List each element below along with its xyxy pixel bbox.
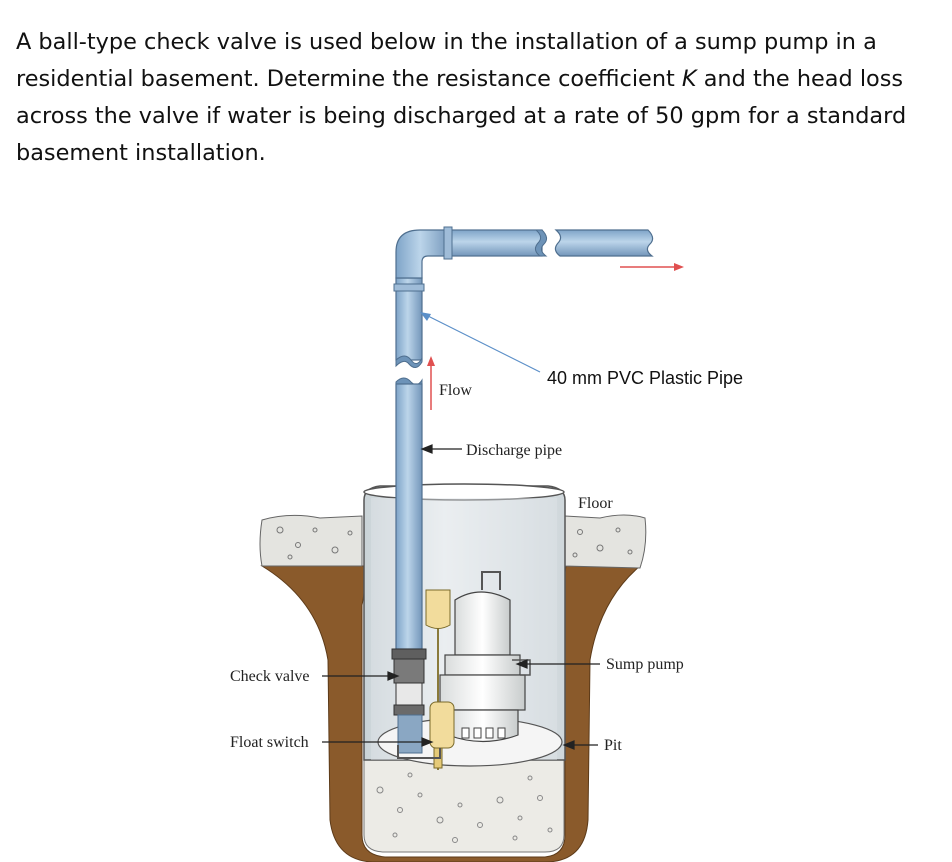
pipe-callout-pointer <box>420 312 541 373</box>
discharge-pipe-lower <box>395 383 423 650</box>
soil <box>260 565 642 862</box>
problem-statement: A ball-type check valve is used below in… <box>16 24 936 172</box>
flow-arrow-horizontal <box>620 263 684 271</box>
gravel-pebbles <box>376 772 553 843</box>
check-valve <box>391 648 441 759</box>
label-flow: Flow <box>439 382 472 399</box>
horizontal-pipe-2 <box>554 229 654 257</box>
floor-slab-right <box>564 514 647 569</box>
gravel-bed <box>363 759 565 853</box>
label-float-switch: Float switch <box>230 734 309 751</box>
sump-pump <box>439 571 531 743</box>
floor-slab-left <box>259 514 363 567</box>
leader-lines <box>322 444 600 750</box>
problem-text-part1: A ball-type check valve is used below in… <box>16 29 877 92</box>
horizontal-pipe-1 <box>447 229 543 257</box>
pipe-elbow <box>395 229 451 279</box>
flow-arrow-vertical <box>427 356 435 410</box>
label-check-valve: Check valve <box>230 668 310 685</box>
label-pit: Pit <box>604 737 622 754</box>
label-floor: Floor <box>578 495 613 512</box>
label-discharge-pipe: Discharge pipe <box>466 442 562 459</box>
floor-pebbles <box>276 526 633 560</box>
label-pipe: 40 mm PVC Plastic Pipe <box>547 368 743 388</box>
problem-var-k: K <box>681 66 697 92</box>
pit-rim <box>363 483 565 501</box>
problem-text-part2: and the head loss across the valve if wa… <box>16 66 907 166</box>
label-sump-pump: Sump pump <box>606 656 684 673</box>
